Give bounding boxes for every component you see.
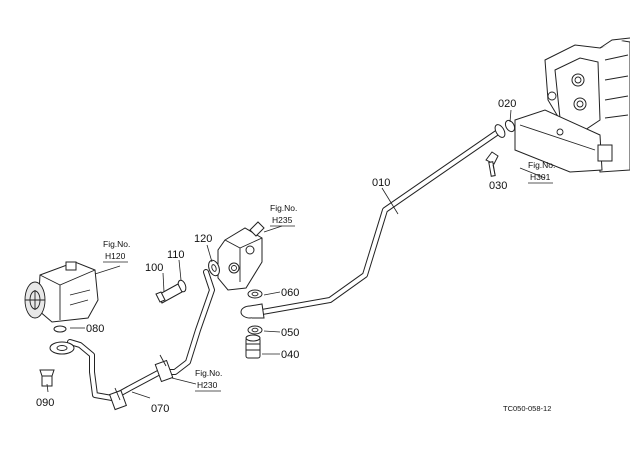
o-ring-080 (53, 325, 67, 333)
fig-ref-h120-line1: Fig.No. (103, 239, 130, 249)
label-080: 080 (86, 323, 104, 335)
drawing-code: TC050-058-12 (503, 404, 551, 413)
fig-ref-h120-line2: H120 (105, 251, 126, 261)
label-110: 110 (167, 249, 185, 261)
figure-ref-h230: Fig.No. H230 (195, 368, 222, 392)
figure-ref-h120: Fig.No. H120 (103, 239, 130, 263)
fig-ref-h235-line2: H235 (272, 215, 293, 225)
label-030: 030 (489, 180, 507, 192)
bolt-100 (155, 283, 183, 304)
label-060: 060 (281, 287, 299, 299)
label-040: 040 (281, 349, 299, 361)
figure-ref-h235: Fig.No. H235 (270, 203, 297, 227)
control-valve-assembly (514, 37, 630, 173)
label-020: 020 (498, 98, 516, 110)
label-120: 120 (194, 233, 212, 245)
pipe-flange (49, 341, 75, 355)
pipe-010 (259, 124, 506, 315)
label-090: 090 (36, 397, 54, 409)
adapter-block-h235 (217, 221, 265, 291)
fig-ref-h235-line1: Fig.No. (270, 203, 297, 213)
pipe-070 (67, 269, 215, 411)
washer-060 (247, 289, 263, 299)
label-010: 010 (372, 177, 390, 189)
fig-ref-h230-line1: Fig.No. (195, 368, 222, 378)
hydraulic-pump-h120 (24, 261, 99, 323)
fig-ref-h301-line2: H301 (530, 172, 551, 182)
bolt-040 (245, 334, 261, 359)
fig-ref-h230-line2: H230 (197, 380, 218, 390)
washer-050 (247, 325, 263, 335)
label-050: 050 (281, 327, 299, 339)
banjo-fitting (240, 303, 265, 319)
figure-ref-h301: Fig.No. H301 (528, 160, 555, 184)
label-100: 100 (145, 262, 163, 274)
bolt-090 (39, 369, 55, 387)
o-ring-020 (504, 119, 516, 133)
bolt-030 (485, 151, 499, 177)
leader-lines (46, 109, 546, 399)
label-070: 070 (151, 403, 169, 415)
fig-ref-h301-line1: Fig.No. (528, 160, 555, 170)
